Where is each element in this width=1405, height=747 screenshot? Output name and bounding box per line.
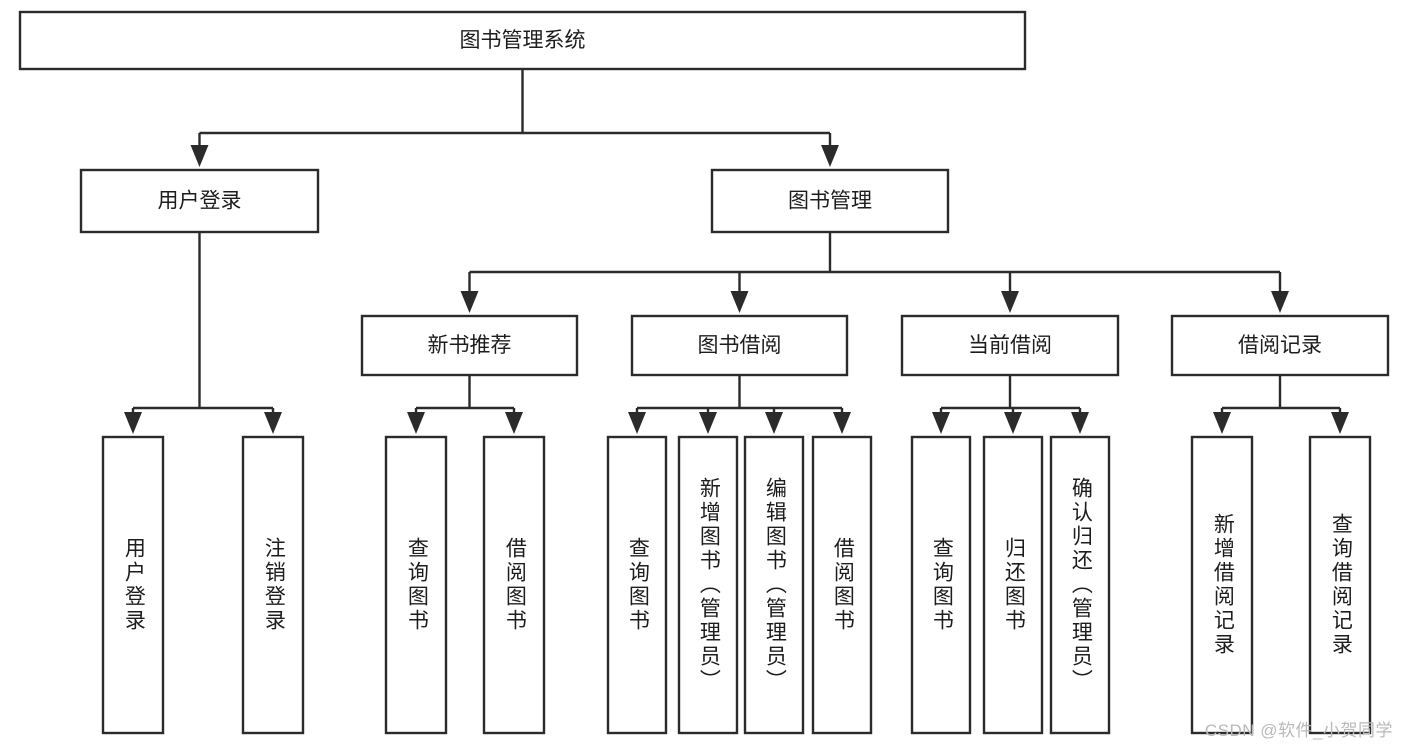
arrow-head-icon [699, 412, 717, 434]
node-box-l3b[interactable] [630, 314, 849, 377]
node-label-l2a: 用户登录 [158, 190, 242, 213]
node-box-l3a[interactable] [360, 314, 579, 377]
arrow-head-icon [505, 412, 523, 434]
connector-group-root [190, 69, 839, 167]
node-label-l3a: 新书推荐 [428, 334, 512, 357]
node-box-n01[interactable] [101, 435, 165, 735]
node-box-n10[interactable] [982, 435, 1044, 735]
arrow-head-icon [407, 412, 425, 434]
arrow-head-icon [460, 291, 479, 313]
arrow-head-icon [730, 291, 749, 313]
node-box-n08[interactable] [811, 435, 873, 735]
watermark-text: CSDN @软件_小贺同学 [1204, 721, 1393, 740]
connector-group-l2a [124, 232, 282, 434]
node-box-n04[interactable] [482, 435, 546, 735]
arrow-head-icon [833, 412, 851, 434]
arrow-head-icon [264, 412, 282, 434]
node-label-l3d: 借阅记录 [1238, 334, 1322, 357]
node-box-l3d[interactable] [1170, 314, 1390, 377]
node-box-l3c[interactable] [900, 314, 1120, 377]
arrow-head-icon [1071, 412, 1089, 434]
connector-group-l3a [407, 375, 523, 434]
node-box-root[interactable] [18, 10, 1027, 71]
node-box-l2b[interactable] [710, 168, 950, 234]
node-box-n09[interactable] [910, 435, 972, 735]
connector-layer [124, 69, 1349, 434]
node-box-n11[interactable] [1049, 435, 1111, 735]
node-label-l3b: 图书借阅 [698, 334, 782, 357]
node-box-n02[interactable] [241, 435, 305, 735]
node-box-layer [18, 10, 1390, 735]
arrow-head-icon [1331, 412, 1349, 434]
arrow-head-icon [190, 145, 209, 167]
node-box-l2a[interactable] [79, 168, 320, 234]
node-box-n13[interactable] [1308, 435, 1372, 735]
node-box-n05[interactable] [606, 435, 668, 735]
arrow-head-icon [124, 412, 142, 434]
connector-group-l3d [1213, 375, 1349, 434]
node-box-n06[interactable] [677, 435, 739, 735]
arrow-head-icon [1001, 291, 1019, 313]
node-box-n12[interactable] [1190, 435, 1254, 735]
arrow-head-icon [932, 412, 950, 434]
connector-group-l2b [460, 232, 1289, 313]
node-label-l3c: 当前借阅 [968, 334, 1052, 357]
arrow-head-icon [628, 412, 646, 434]
connector-group-l3b [628, 375, 851, 434]
connector-group-l3c [932, 375, 1089, 434]
node-box-n03[interactable] [384, 435, 448, 735]
arrow-head-icon [1213, 412, 1231, 434]
arrow-head-icon [821, 145, 839, 167]
node-label-root: 图书管理系统 [460, 29, 586, 52]
arrow-head-icon [1004, 412, 1022, 434]
arrow-head-icon [1271, 291, 1289, 313]
node-box-n07[interactable] [743, 435, 805, 735]
node-label-l2b: 图书管理 [788, 190, 872, 213]
arrow-head-icon [765, 412, 783, 434]
